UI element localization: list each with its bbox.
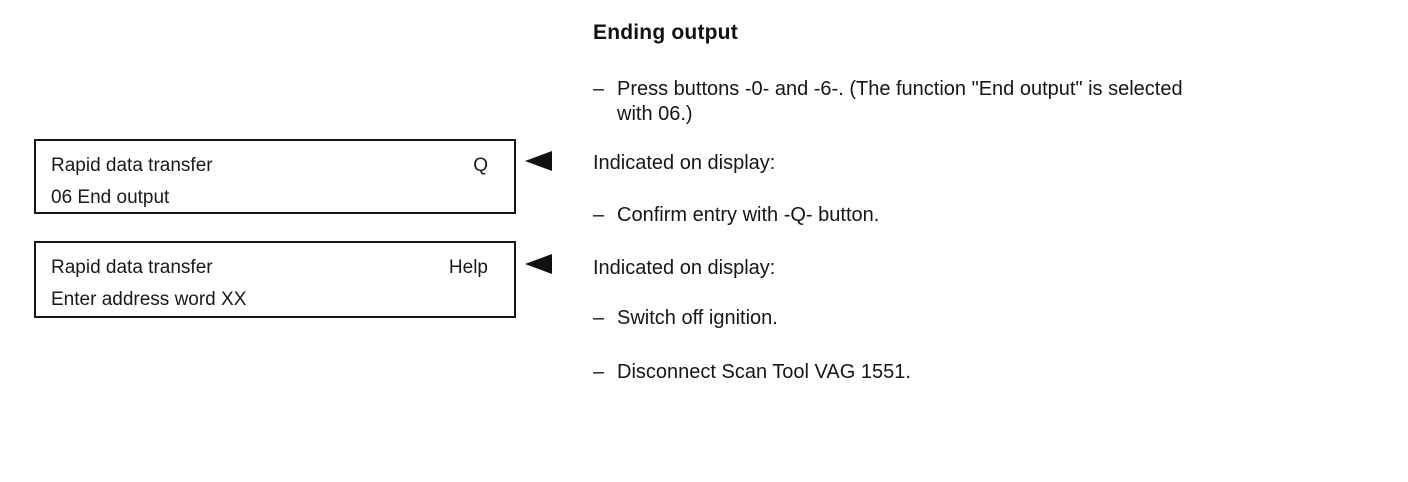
display2-row2: Enter address word XX xyxy=(51,284,488,316)
display1-key-label: Q xyxy=(473,155,488,176)
step-press-buttons: – Press buttons -0- and -6-. (The functi… xyxy=(593,77,1183,127)
display1-row1: Rapid data transfer Q xyxy=(51,150,488,182)
step-disconnect-scan-tool-text: Disconnect Scan Tool VAG 1551. xyxy=(617,361,911,383)
display2-row1: Rapid data transfer Help xyxy=(51,252,488,284)
bullet-dash: – xyxy=(593,307,605,329)
step-press-buttons-text: Press buttons -0- and -6-. (The function… xyxy=(617,78,1183,125)
display2-title: Rapid data transfer xyxy=(51,257,213,278)
bullet-dash: – xyxy=(593,361,605,383)
display1-message: 06 End output xyxy=(51,187,170,208)
indicated-on-display-label-1: Indicated on display: xyxy=(593,152,776,174)
pointer-arrow-icon xyxy=(525,151,552,171)
scan-tool-display-2: Rapid data transfer Help Enter address w… xyxy=(34,241,516,318)
scan-tool-display-1: Rapid data transfer Q 06 End output xyxy=(34,139,516,214)
bullet-dash: – xyxy=(593,78,605,100)
bullet-dash: – xyxy=(593,204,605,226)
display1-row2: 06 End output xyxy=(51,182,488,214)
display1-title: Rapid data transfer xyxy=(51,155,213,176)
pointer-arrow-icon xyxy=(525,254,552,274)
step-confirm-entry: – Confirm entry with -Q- button. xyxy=(593,203,879,228)
step-switch-off-ignition-text: Switch off ignition. xyxy=(617,307,778,329)
step-switch-off-ignition: – Switch off ignition. xyxy=(593,306,778,331)
step-disconnect-scan-tool: – Disconnect Scan Tool VAG 1551. xyxy=(593,360,911,385)
indicated-on-display-label-2: Indicated on display: xyxy=(593,257,776,279)
section-heading: Ending output xyxy=(593,21,738,44)
display2-message: Enter address word XX xyxy=(51,289,247,310)
display2-key-label: Help xyxy=(448,257,488,278)
step-confirm-entry-text: Confirm entry with -Q- button. xyxy=(617,204,880,226)
